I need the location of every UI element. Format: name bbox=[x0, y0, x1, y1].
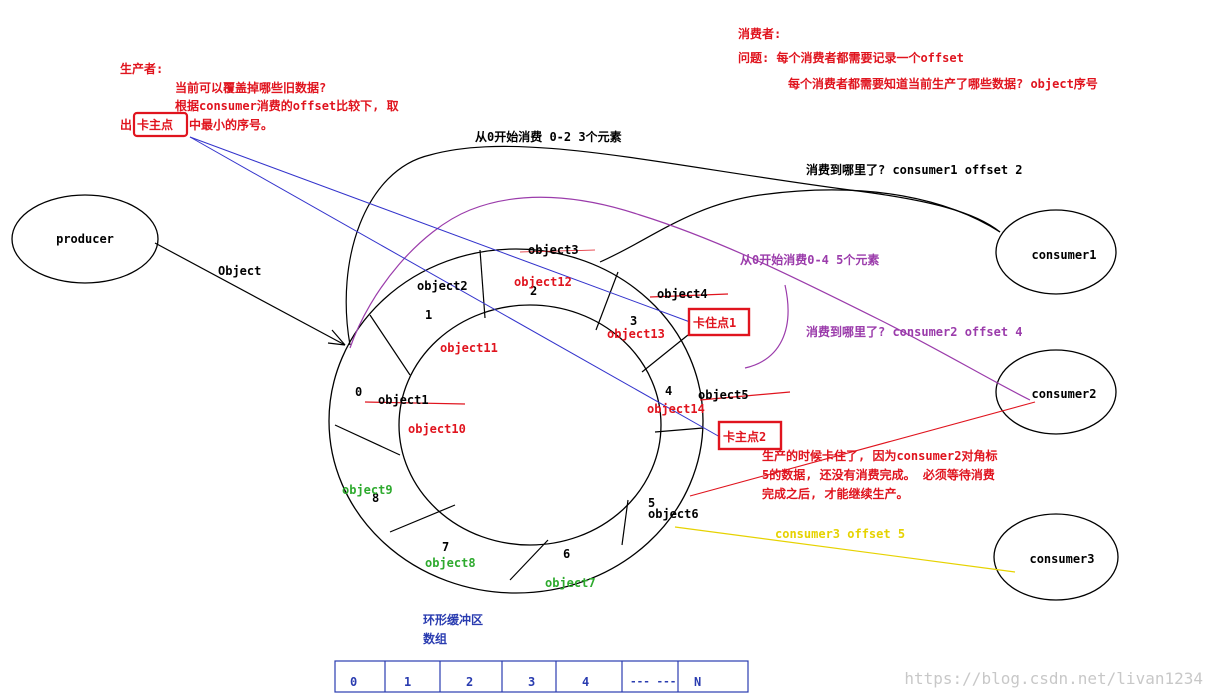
consumer2-path bbox=[349, 196, 1031, 401]
strike-object1 bbox=[364, 401, 466, 405]
consumer1-label: consumer1 bbox=[1031, 248, 1096, 262]
consumer3-offset-label: consumer3 offset 5 bbox=[775, 527, 905, 541]
stuck-point-1: 卡住点1 bbox=[687, 307, 751, 337]
array-cell: 2 bbox=[466, 675, 473, 689]
stuck-note-line3: 完成之后, 才能继续生产。 bbox=[762, 486, 908, 501]
stuck-point-1-label: 卡住点1 bbox=[693, 315, 736, 330]
strike-object3 bbox=[519, 249, 596, 253]
producer-node: producer bbox=[11, 194, 159, 284]
object-label: object5 bbox=[698, 388, 749, 402]
slot-number: 7 bbox=[442, 540, 449, 554]
ring-inner bbox=[398, 304, 662, 546]
consumer1-tail bbox=[599, 189, 1001, 263]
arrowhead-icon bbox=[327, 329, 346, 346]
blue-line-to-point1 bbox=[189, 136, 691, 323]
array-cell: 4 bbox=[582, 675, 589, 689]
array-cell: --- --- bbox=[630, 675, 676, 688]
consumer1-range-label: 从0开始消费 0-2 3个元素 bbox=[475, 129, 622, 144]
object-label: object13 bbox=[607, 327, 665, 341]
stuck-point-2-label: 卡主点2 bbox=[723, 429, 766, 444]
object-label: object8 bbox=[425, 556, 476, 570]
consumer-note-line1: 问题: 每个消费者都需要记录一个offset bbox=[738, 50, 964, 65]
object-label: object7 bbox=[545, 576, 596, 590]
caption-line1: 环形缓冲区 bbox=[423, 612, 483, 627]
stuck-note: 生产的时候卡住了, 因为consumer2对角标 5的数据, 还没有消费完成。 … bbox=[762, 448, 997, 501]
ring-buffer bbox=[328, 248, 704, 594]
consumer-note-line2: 每个消费者都需要知道当前生产了哪些数据? object序号 bbox=[788, 76, 1098, 91]
object-label: object2 bbox=[417, 279, 468, 293]
old-object-labels: object1 object2 object3 object4 object5 … bbox=[342, 243, 749, 590]
slot-numbers: 0 1 2 3 4 5 6 7 8 bbox=[355, 284, 672, 561]
consumer2-offset-label: 消费到哪里了? consumer2 offset 4 bbox=[806, 324, 1023, 339]
blue-line-to-point2 bbox=[189, 136, 721, 438]
slot-number: 8 bbox=[372, 491, 379, 505]
consumer2-tail bbox=[744, 284, 789, 369]
ring-outer bbox=[328, 248, 704, 594]
ring-dividers bbox=[334, 249, 704, 581]
ring-caption: 环形缓冲区 数组 bbox=[423, 612, 483, 646]
slot-number: 4 bbox=[665, 384, 672, 398]
slot-number: 2 bbox=[530, 284, 537, 298]
consumer3-label: consumer3 bbox=[1029, 552, 1094, 566]
object-label: object12 bbox=[514, 275, 572, 289]
array-cell: 0 bbox=[350, 675, 357, 689]
producer-note-heading: 生产者: bbox=[120, 61, 163, 76]
stuck-point-2: 卡主点2 bbox=[717, 420, 783, 451]
caption-line2: 数组 bbox=[423, 631, 447, 646]
slot-number: 6 bbox=[563, 547, 570, 561]
new-object-labels: object10 object11 object12 object13 obje… bbox=[408, 275, 705, 436]
slot-number: 1 bbox=[425, 308, 432, 322]
producer-to-ring-arrow bbox=[154, 242, 346, 346]
object-label: object6 bbox=[648, 507, 699, 521]
array-cell: 3 bbox=[528, 675, 535, 689]
consumer3-node: consumer3 bbox=[993, 513, 1119, 601]
producer-note-line3-suffix: 中最小的序号。 bbox=[189, 117, 273, 132]
producer-note-line3-prefix: 出 bbox=[120, 117, 132, 132]
array-table: 0 1 2 3 4 --- --- N bbox=[334, 660, 749, 693]
object-label: object9 bbox=[342, 483, 393, 497]
producer-edge-label: Object bbox=[218, 264, 261, 278]
consumer-note: 消费者: 问题: 每个消费者都需要记录一个offset 每个消费者都需要知道当前… bbox=[738, 26, 1098, 91]
object-label: object11 bbox=[440, 341, 498, 355]
strike-object5 bbox=[699, 391, 791, 401]
producer-note-line2: 根据consumer消费的offset比较下, 取 bbox=[175, 98, 399, 113]
object-label: object1 bbox=[378, 393, 429, 407]
consumer2-node: consumer2 bbox=[995, 349, 1117, 435]
consumer-note-heading: 消费者: bbox=[738, 26, 781, 41]
object-label: object3 bbox=[528, 243, 579, 257]
array-cell: 1 bbox=[404, 675, 411, 689]
producer-label: producer bbox=[56, 232, 114, 246]
slot-number: 0 bbox=[355, 385, 362, 399]
producer-stuck-box bbox=[132, 111, 189, 138]
watermark-text: https://blog.csdn.net/livan1234 bbox=[904, 669, 1203, 688]
slot-number: 3 bbox=[630, 314, 637, 328]
consumer1-path bbox=[345, 145, 1001, 346]
strike-object4 bbox=[649, 293, 729, 298]
consumer1-node: consumer1 bbox=[995, 209, 1117, 295]
consumer2-range-label: 从0开始消费0-4 5个元素 bbox=[740, 252, 879, 267]
consumer1-offset-label: 消费到哪里了? consumer1 offset 2 bbox=[806, 162, 1023, 177]
array-cell: N bbox=[694, 675, 701, 689]
object-label: object14 bbox=[647, 402, 705, 416]
object-label: object10 bbox=[408, 422, 466, 436]
producer-note-line1: 当前可以覆盖掉哪些旧数据? bbox=[175, 80, 326, 95]
red-line-consumer2-slot5 bbox=[689, 401, 1036, 497]
yellow-line-consumer3 bbox=[674, 526, 1016, 573]
object-label: object4 bbox=[657, 287, 708, 301]
stuck-note-line2: 5的数据, 还没有消费完成。 必须等待消费 bbox=[762, 467, 995, 482]
producer-note-line3-box: 卡主点 bbox=[137, 117, 173, 132]
stuck-note-line1: 生产的时候卡住了, 因为consumer2对角标 bbox=[762, 448, 997, 463]
consumer2-label: consumer2 bbox=[1031, 387, 1096, 401]
producer-note: 生产者: 当前可以覆盖掉哪些旧数据? 根据consumer消费的offset比较… bbox=[120, 61, 399, 138]
slot-number: 5 bbox=[648, 496, 655, 510]
